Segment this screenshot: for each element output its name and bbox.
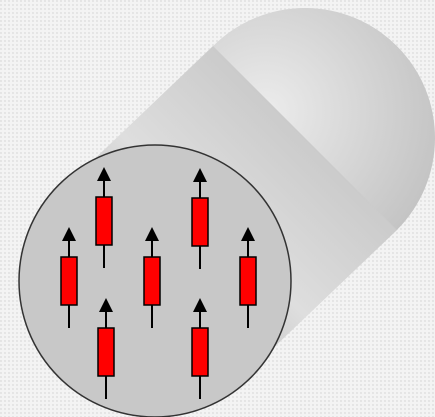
dipole-body <box>239 256 257 306</box>
dipole-body <box>95 196 113 246</box>
arrow-up-icon <box>99 298 113 312</box>
arrow-up-icon <box>193 168 207 182</box>
arrow-up-icon <box>145 227 159 241</box>
dipole-middle-far-right <box>239 227 257 328</box>
dipole-body <box>191 197 209 247</box>
dipole-body <box>60 256 78 306</box>
arrow-up-icon <box>193 298 207 312</box>
dipole-body <box>143 256 161 306</box>
dipole-top-right <box>191 168 209 269</box>
dipole-group <box>60 167 257 399</box>
arrow-up-icon <box>241 227 255 241</box>
dipole-body <box>97 327 115 377</box>
dipole-bottom-left <box>97 298 115 399</box>
dipole-body <box>191 327 209 377</box>
dipole-middle-center <box>143 227 161 328</box>
dipole-middle-far-left <box>60 227 78 328</box>
dipole-bottom-right <box>191 298 209 399</box>
dipole-top-left <box>95 167 113 268</box>
arrow-up-icon <box>62 227 76 241</box>
arrow-up-icon <box>97 167 111 181</box>
